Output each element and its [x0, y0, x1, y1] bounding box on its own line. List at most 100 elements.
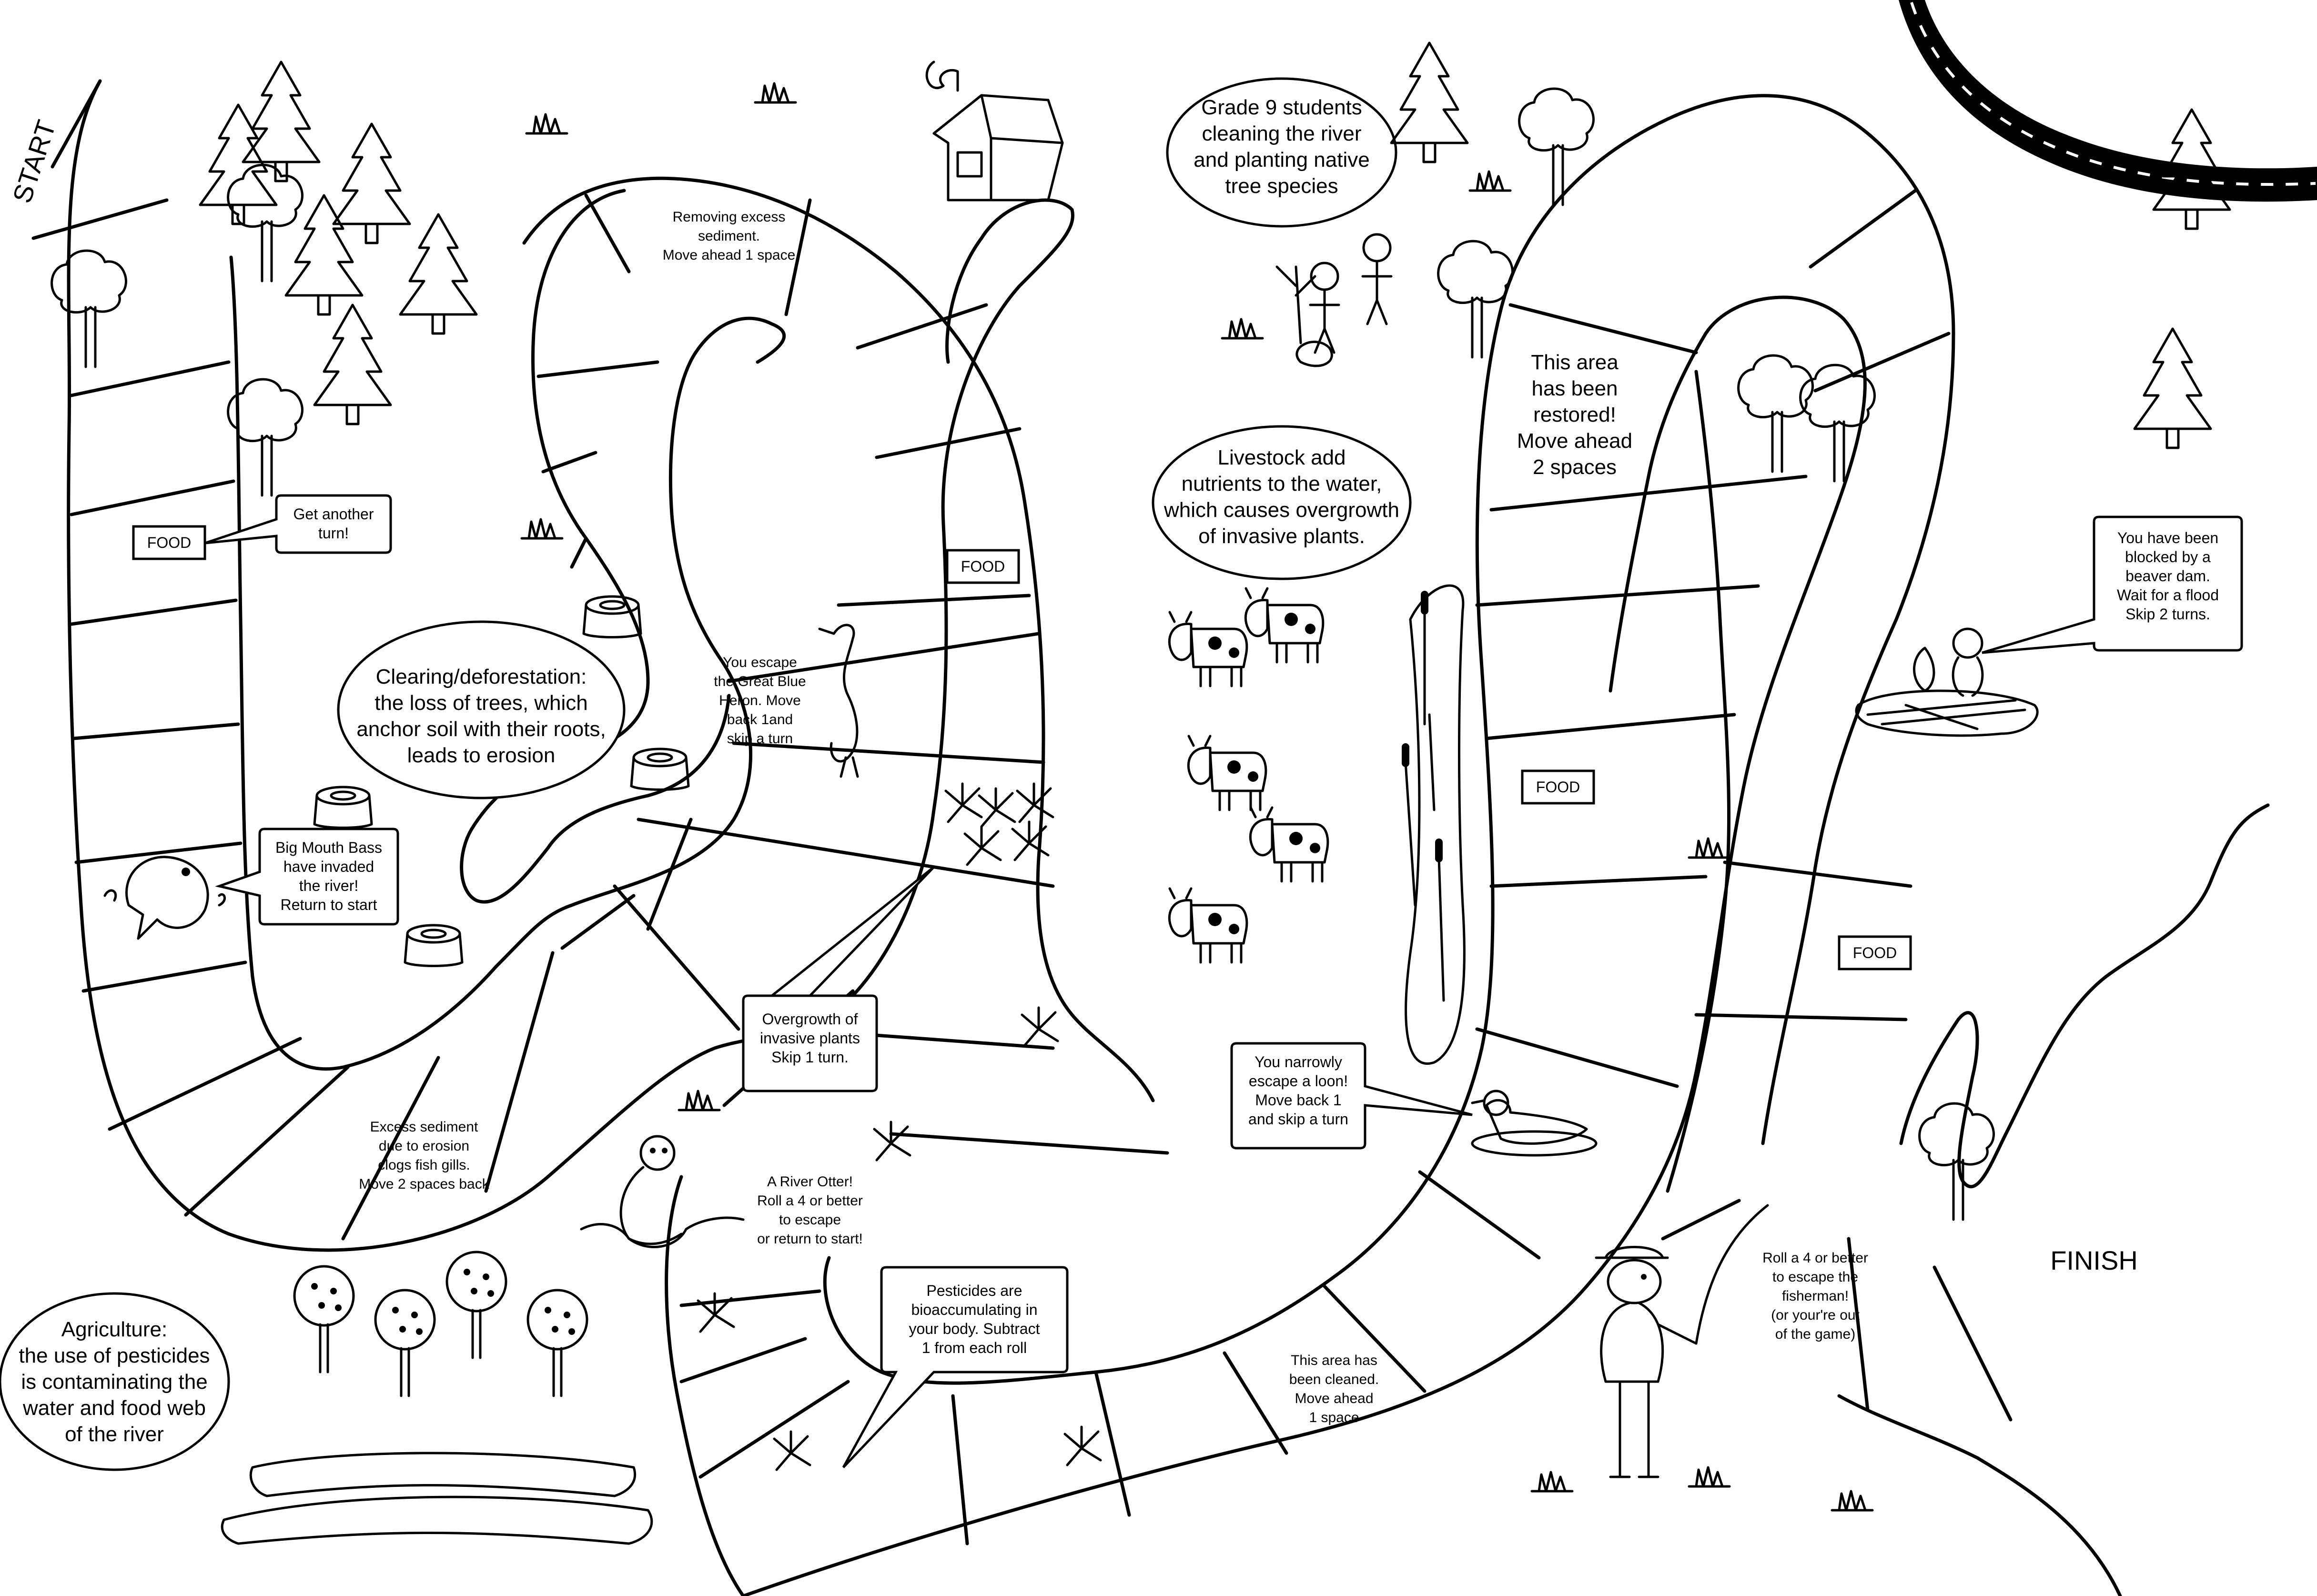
livestock — [1169, 588, 1327, 962]
svg-text:Grade 9 students: Grade 9 students — [1201, 96, 1362, 119]
river-lower-outer — [665, 1175, 745, 1596]
grass-tuft-icon — [1689, 838, 1730, 858]
tile-excess-sediment[interactable]: Excess sediment due to erosion clogs fis… — [359, 1119, 489, 1192]
river-inner-left — [229, 255, 786, 1071]
svg-text:anchor soil with their roots,: anchor soil with their roots, — [356, 717, 606, 741]
food-space-3[interactable]: FOOD — [1521, 769, 1595, 805]
svg-text:and skip a turn: and skip a turn — [1248, 1111, 1348, 1128]
svg-text:blocked by a: blocked by a — [2125, 548, 2211, 566]
svg-text:of invasive plants.: of invasive plants. — [1198, 525, 1365, 548]
invasive-plant-icon — [1017, 784, 1053, 822]
invasive-plant-icon — [1022, 1008, 1058, 1046]
tile-otter[interactable]: A River Otter! Roll a 4 or better to esc… — [757, 1174, 863, 1247]
tree-stump-icon — [314, 787, 372, 828]
grass-tuft-icon — [1832, 1491, 1872, 1510]
svg-text:invasive plants: invasive plants — [760, 1030, 860, 1047]
deforestation-note: Clearing/deforestation: the loss of tree… — [337, 620, 626, 799]
cattail-icon — [1402, 743, 1409, 767]
cow-icon — [1169, 612, 1246, 686]
invasive-plant-icon — [874, 1122, 910, 1160]
bass-callout: Big Mouth Bass have invaded the river! R… — [215, 828, 399, 926]
svg-text:due to erosion: due to erosion — [379, 1138, 469, 1154]
leafy-tree-icon — [1438, 241, 1513, 357]
river-loop-outer — [522, 176, 1155, 1102]
svg-text:escape a loon!: escape a loon! — [1249, 1072, 1348, 1090]
cabin-icon — [925, 61, 1064, 202]
svg-text:of the river: of the river — [65, 1423, 164, 1446]
svg-text:Roll a 4 or better: Roll a 4 or better — [757, 1193, 863, 1209]
river-path — [67, 79, 2270, 1596]
svg-text:turn!: turn! — [318, 525, 349, 542]
pesticides-callout: Pesticides are bioaccumulating in your b… — [842, 1266, 1069, 1468]
cow-icon — [1245, 588, 1323, 662]
food-space-2[interactable]: FOOD — [946, 549, 1020, 584]
crop-row-icon — [249, 1452, 637, 1497]
svg-text:clogs fish gills.: clogs fish gills. — [378, 1157, 470, 1173]
crop-rows — [221, 1452, 653, 1545]
otter-icon — [580, 1135, 745, 1248]
pine-tree-icon — [314, 305, 391, 424]
cow-icon — [1250, 808, 1327, 881]
svg-text:Return to start: Return to start — [281, 896, 377, 913]
leafy-tree-icon — [1519, 89, 1594, 205]
svg-text:water and food web: water and food web — [22, 1396, 206, 1420]
pine-tree-icon — [400, 214, 476, 333]
grass-tuft-icon — [1470, 172, 1510, 191]
svg-text:to escape the: to escape the — [1772, 1269, 1858, 1285]
svg-text:nutrients to the water,: nutrients to the water, — [1182, 472, 1382, 495]
food-label: FOOD — [1536, 778, 1580, 796]
tile-heron[interactable]: You escape the Great Blue Heron. Move ba… — [714, 655, 806, 747]
svg-text:Excess sediment: Excess sediment — [370, 1119, 478, 1135]
invasive-plant-icon — [1065, 1427, 1101, 1465]
svg-text:2 spaces: 2 spaces — [1533, 455, 1617, 479]
invasive-plant-icon — [946, 784, 981, 822]
cow-icon — [1169, 889, 1246, 962]
svg-text:back 1and: back 1and — [727, 712, 793, 727]
students-icon — [1275, 233, 1393, 367]
svg-text:You have been: You have been — [2117, 529, 2218, 546]
svg-text:Move back 1: Move back 1 — [1255, 1091, 1341, 1109]
svg-text:cleaning the river: cleaning the river — [1202, 122, 1361, 145]
food-space-4[interactable]: FOOD — [1838, 935, 1912, 970]
cattails — [1402, 584, 1466, 1065]
fisherman-icon — [1595, 1204, 1769, 1478]
svg-text:Get another: Get another — [293, 505, 374, 523]
cattail-icon — [1421, 591, 1428, 615]
svg-text:to escape: to escape — [779, 1212, 841, 1228]
orchard — [294, 1252, 587, 1396]
pine-tree-icon — [286, 195, 362, 314]
svg-text:and planting native: and planting native — [1194, 148, 1369, 172]
grass-tuft-icon — [679, 1091, 719, 1110]
svg-text:1 space: 1 space — [1309, 1410, 1359, 1425]
svg-text:skip a turn: skip a turn — [727, 731, 793, 747]
svg-text:of the game): of the game) — [1775, 1326, 1855, 1342]
svg-text:(or your're out: (or your're out — [1771, 1307, 1860, 1323]
food-label: FOOD — [961, 558, 1005, 575]
crop-row-icon — [221, 1495, 653, 1545]
fish-icon — [103, 856, 226, 940]
leafy-tree-icon — [1739, 355, 1813, 472]
svg-text:You escape: You escape — [723, 655, 797, 670]
tile-cleaned[interactable]: This area has been cleaned. Move ahead 1… — [1289, 1353, 1379, 1425]
svg-text:Move ahead 1 space: Move ahead 1 space — [663, 247, 796, 263]
road — [1899, 0, 2317, 202]
river-right-inner — [1666, 370, 1731, 1193]
invasive-plant-icon — [774, 1432, 810, 1470]
svg-text:sediment.: sediment. — [698, 228, 760, 244]
svg-text:You narrowly: You narrowly — [1255, 1053, 1342, 1071]
tile-removing-sediment[interactable]: Removing excess sediment. Move ahead 1 s… — [663, 209, 796, 263]
pine-tree-icon — [2135, 329, 2211, 448]
river-lower-bottom — [741, 295, 1867, 1596]
svg-text:the use of pesticides: the use of pesticides — [19, 1344, 210, 1367]
svg-text:has been: has been — [1531, 377, 1618, 400]
svg-text:the loss of trees, which: the loss of trees, which — [374, 691, 588, 715]
tile-restored[interactable]: This area has been restored! Move ahead … — [1517, 351, 1632, 479]
pine-tree-icon — [334, 124, 410, 243]
invasive-plant-icon — [965, 827, 1001, 865]
tile-fisherman[interactable]: Roll a 4 or better to escape the fisherm… — [1762, 1250, 1868, 1342]
apple-tree-icon — [294, 1266, 354, 1372]
food-space-1[interactable]: FOOD — [132, 525, 206, 560]
svg-text:which causes overgrowth: which causes overgrowth — [1164, 498, 1399, 522]
agriculture-note: Agriculture: the use of pesticides is co… — [0, 1292, 230, 1471]
